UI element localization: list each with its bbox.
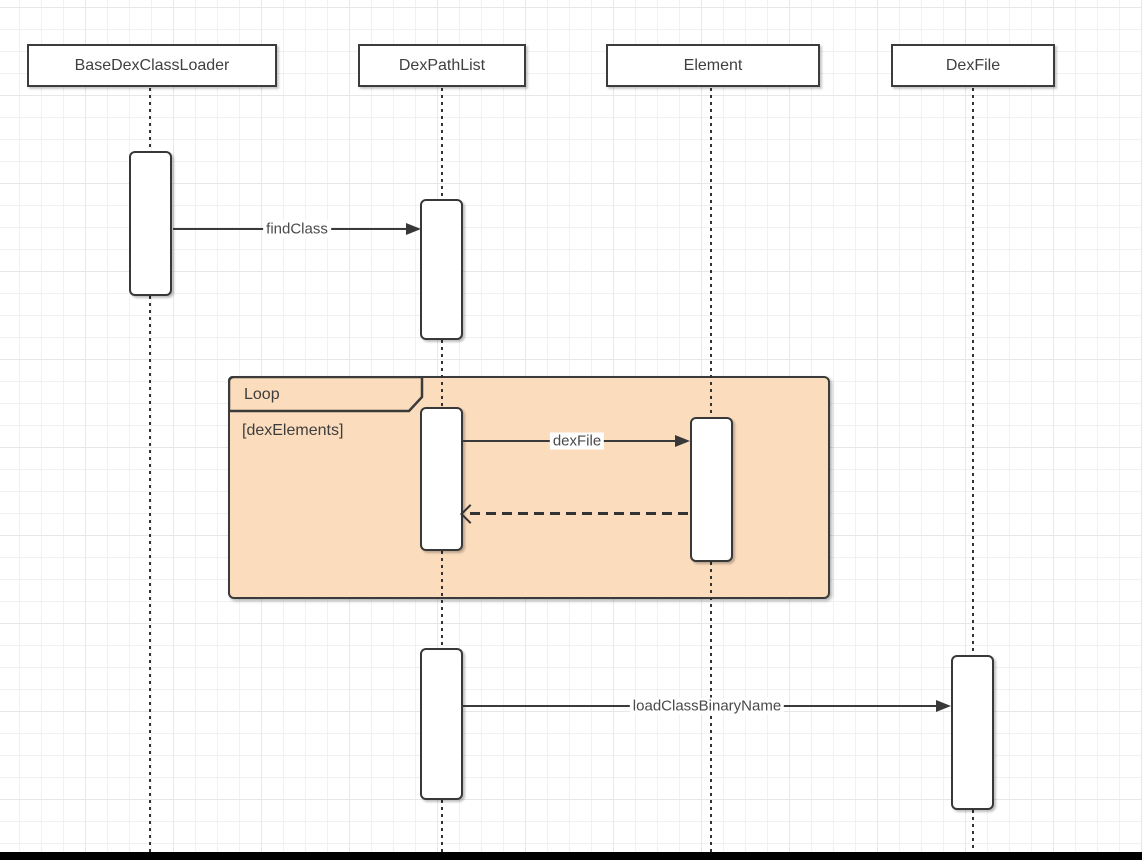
lifeline-dexpathlist bbox=[441, 340, 443, 407]
lifeline-element bbox=[710, 88, 712, 417]
activation-dexpathlist-2[interactable] bbox=[420, 407, 463, 551]
message-dexfile-label: dexFile bbox=[549, 432, 605, 450]
lifeline-dexpathlist bbox=[441, 88, 443, 199]
message-dexfile-arrowhead bbox=[675, 435, 690, 447]
activation-dexfile[interactable] bbox=[951, 655, 994, 810]
lifeline-dexpathlist bbox=[441, 800, 443, 852]
loop-fragment[interactable]: Loop [dexElements] bbox=[228, 376, 830, 599]
lifeline-dexfile bbox=[972, 810, 974, 852]
actor-box-dexpathlist[interactable]: DexPathList bbox=[358, 44, 526, 87]
activation-dexpathlist-3[interactable] bbox=[420, 648, 463, 800]
lifeline-dexfile bbox=[972, 88, 974, 655]
actor-label: DexFile bbox=[945, 56, 1001, 74]
lifeline-basedexclassloader bbox=[149, 296, 151, 852]
lifeline-basedexclassloader bbox=[149, 88, 151, 151]
actor-label: DexPathList bbox=[398, 56, 486, 74]
lifeline-dexpathlist bbox=[441, 551, 443, 648]
activation-element[interactable] bbox=[690, 417, 733, 562]
actor-box-dexfile[interactable]: DexFile bbox=[891, 44, 1055, 87]
message-findclass-label: findClass bbox=[263, 220, 331, 238]
actor-box-basedexclassloader[interactable]: BaseDexClassLoader bbox=[27, 44, 277, 87]
actor-box-element[interactable]: Element bbox=[606, 44, 820, 87]
loop-operator-label: Loop bbox=[244, 386, 280, 403]
message-return-line[interactable] bbox=[470, 512, 690, 515]
loop-fragment-tab bbox=[228, 376, 424, 413]
message-loadclassbinaryname-label: loadClassBinaryName bbox=[629, 697, 785, 715]
message-findclass-arrowhead bbox=[406, 223, 421, 235]
actor-label: BaseDexClassLoader bbox=[74, 56, 230, 74]
activation-basedexclassloader[interactable] bbox=[129, 151, 172, 296]
activation-dexpathlist-1[interactable] bbox=[420, 199, 463, 340]
window-bottom-edge bbox=[0, 852, 1142, 860]
actor-label: Element bbox=[683, 56, 743, 74]
loop-guard-label: [dexElements] bbox=[242, 422, 344, 439]
message-loadclassbinaryname-arrowhead bbox=[936, 700, 951, 712]
